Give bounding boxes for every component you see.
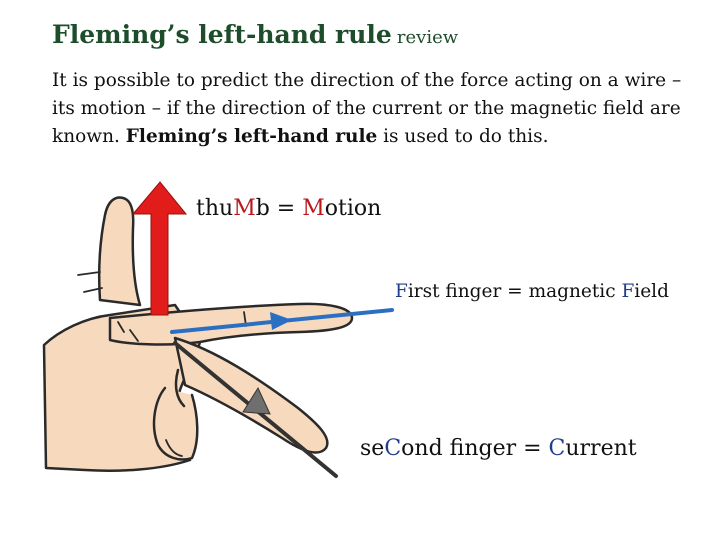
thumb-label-part: otion <box>324 196 382 221</box>
thumb-label-highlight: M <box>302 196 325 221</box>
first-label-part: irst finger = magnetic <box>407 281 622 302</box>
intro-bold: Fleming’s left-hand rule <box>125 126 378 147</box>
second-label-part: urrent <box>565 436 637 461</box>
intro-text-2: is used to do this. <box>377 126 549 147</box>
thumb-label-part: thu <box>196 196 234 221</box>
thumb-label-highlight: M <box>233 196 256 221</box>
intro-text-1: It is possible to predict the direction … <box>52 70 682 147</box>
current-arrow-icon <box>173 341 338 478</box>
title-main: Fleming’s left-hand rule <box>52 20 392 49</box>
title-suffix: review <box>396 27 459 48</box>
intro-paragraph: It is possible to predict the direction … <box>52 67 692 151</box>
thumb-label: thuMb = Motion <box>196 196 381 221</box>
thumb-label-part: b = <box>255 196 303 221</box>
first-finger-label: First finger = magnetic Field <box>395 281 669 302</box>
second-label-highlight: C <box>548 436 566 461</box>
second-label-part: se <box>360 436 385 461</box>
field-arrow-icon <box>170 308 394 334</box>
motion-arrow-icon <box>131 181 188 316</box>
page-title: Fleming’s left-hand rule review <box>52 20 458 49</box>
first-label-part: ield <box>634 281 669 302</box>
first-label-highlight: F <box>395 281 408 302</box>
first-label-highlight: F <box>621 281 635 302</box>
second-finger-label: seCond finger = Current <box>360 436 637 461</box>
second-label-highlight: C <box>384 436 402 461</box>
second-label-part: ond finger = <box>401 436 549 461</box>
hand-crease-lines <box>77 271 247 457</box>
left-hand-illustration <box>42 196 354 472</box>
